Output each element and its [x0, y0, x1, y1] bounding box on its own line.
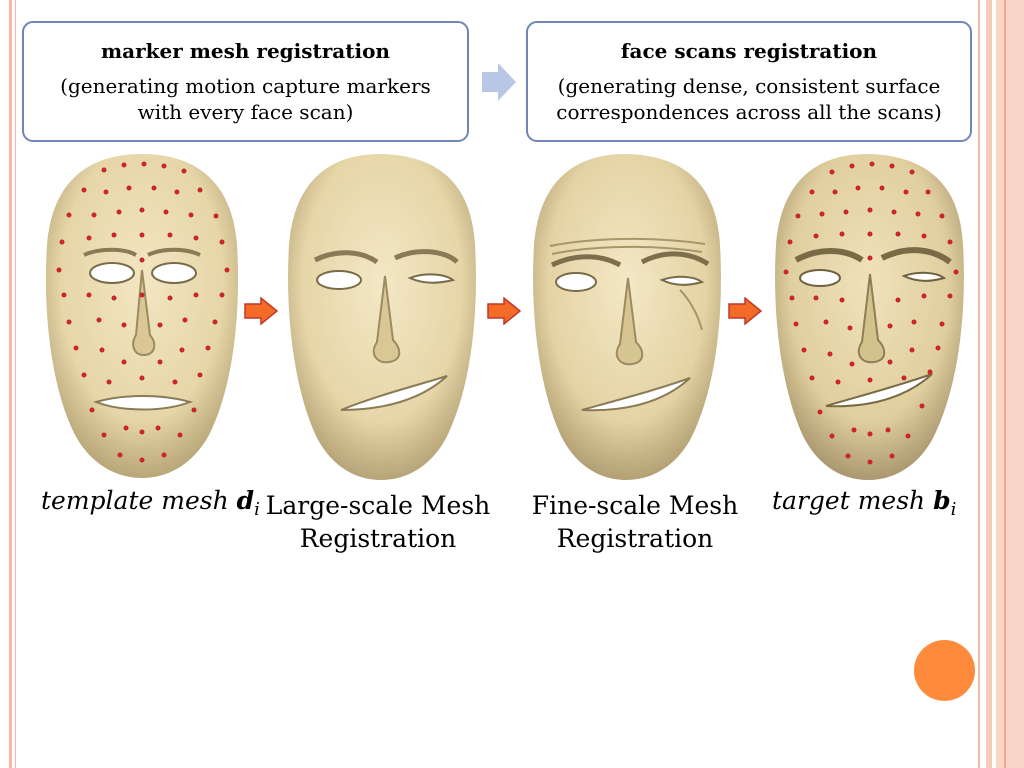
marker-dots: [56, 161, 230, 463]
right-border-stripe-4: [1004, 0, 1006, 768]
right-border-stripe-3: [996, 0, 1024, 768]
step-arrow-icon: [487, 297, 521, 325]
fine-scale-registered-face: [533, 153, 721, 480]
fine-scale-caption: Fine-scale Mesh Registration: [531, 491, 739, 553]
decorative-orb: [914, 640, 975, 701]
box-description: (generating dense, consistent surface co…: [556, 74, 942, 124]
box-description: (generating motion capture markers with …: [60, 74, 431, 124]
marker-dots: [783, 161, 959, 465]
template-mesh-caption: template mesh di: [41, 486, 260, 520]
large-scale-caption: Large-scale Mesh Registration: [265, 491, 491, 553]
target-mesh-face: [775, 153, 964, 480]
step-arrow-icon: [244, 297, 278, 325]
face-scans-registration-box: face scans registration (generating dens…: [526, 21, 972, 142]
large-scale-registered-face: [288, 153, 476, 480]
flow-arrow-icon: [482, 63, 516, 101]
right-border-stripe-1: [978, 0, 980, 768]
box-title: marker mesh registration: [101, 39, 390, 63]
left-border-stripe-thin: [15, 0, 16, 768]
right-border-stripe-2: [986, 0, 992, 768]
target-mesh-caption: target mesh bi: [772, 486, 957, 520]
marker-mesh-registration-box: marker mesh registration (generating mot…: [22, 21, 469, 142]
box-title: face scans registration: [620, 39, 878, 63]
step-arrow-icon: [728, 297, 762, 325]
template-mesh-face: [45, 154, 239, 478]
left-border-stripe: [9, 0, 12, 768]
